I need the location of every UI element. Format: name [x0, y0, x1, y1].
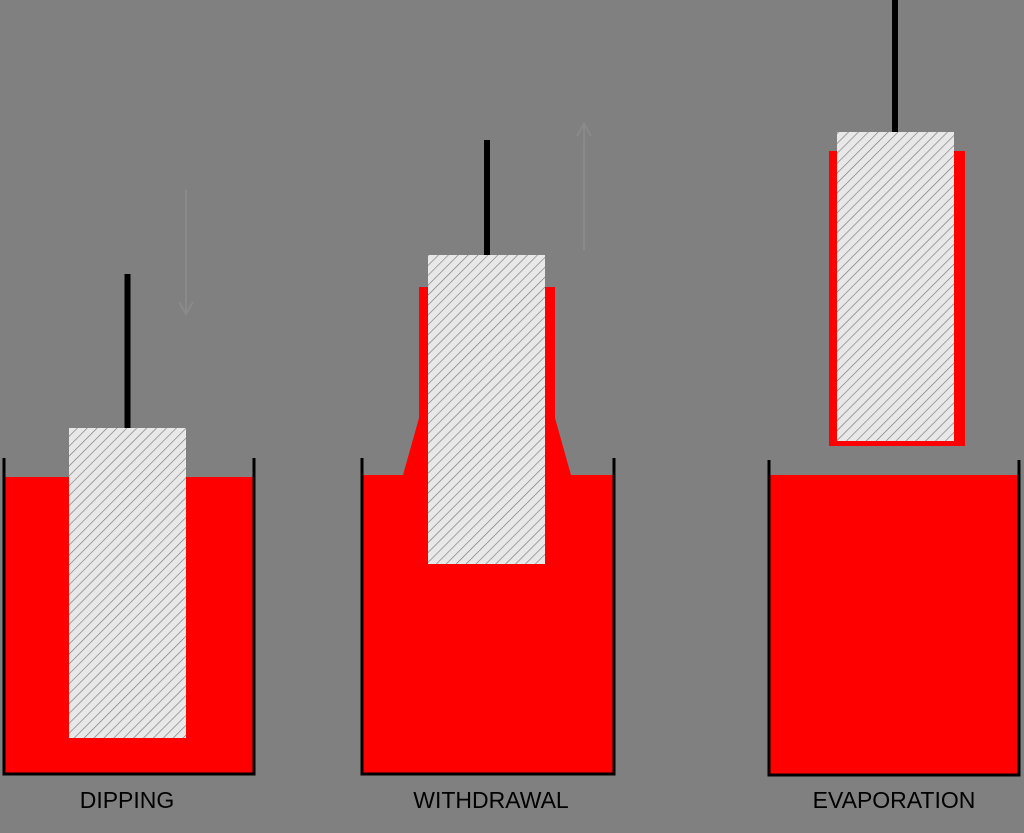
dipping-substrate — [69, 428, 186, 738]
withdrawal-beaker — [360, 458, 616, 776]
dipping-beaker — [2, 458, 256, 776]
evaporation-stage: EVAPORATION — [767, 0, 1021, 813]
evaporation-substrate — [837, 132, 954, 441]
faint-down-arrow — [178, 190, 194, 316]
withdrawal-substrate — [428, 255, 545, 564]
evaporation-liquid — [769, 475, 1019, 775]
dipping-label: DIPPING — [80, 787, 175, 813]
evaporation-label: EVAPORATION — [813, 787, 976, 813]
withdrawal-stage: WITHDRAWAL — [360, 140, 616, 813]
withdrawal-label: WITHDRAWAL — [413, 787, 569, 813]
evaporation-beaker — [767, 460, 1021, 777]
dipping-stage: DIPPING — [2, 274, 256, 813]
faint-up-arrow — [576, 122, 592, 250]
